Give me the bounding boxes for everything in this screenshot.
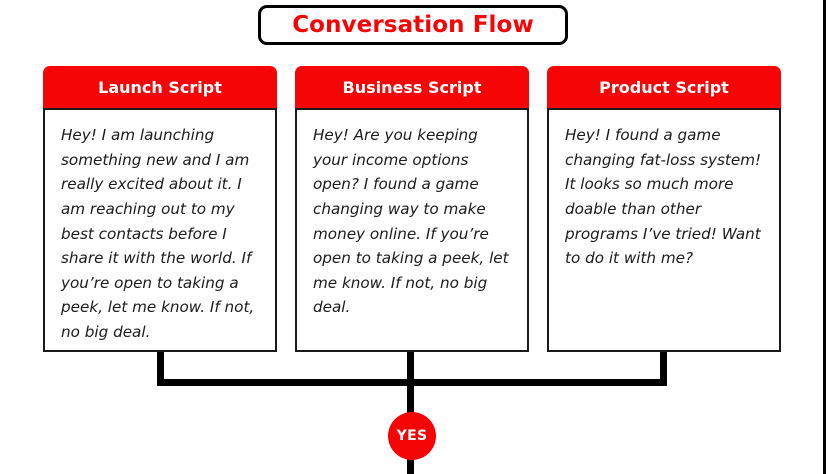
script-card-title-launch: Launch Script bbox=[98, 77, 222, 97]
script-card-body-product: Hey! I found a game changing fat-loss sy… bbox=[547, 108, 781, 352]
connector-vertical-below-yes bbox=[407, 455, 414, 474]
script-card-body-business: Hey! Are you keeping your income options… bbox=[295, 108, 529, 352]
script-card-launch[interactable]: Launch Script Hey! I am launching someth… bbox=[43, 66, 277, 352]
script-card-body-launch: Hey! I am launching something new and I … bbox=[43, 108, 277, 352]
script-card-text-business: Hey! Are you keeping your income options… bbox=[313, 126, 509, 317]
script-card-header-launch: Launch Script bbox=[43, 66, 277, 108]
script-card-header-product: Product Script bbox=[547, 66, 781, 108]
connector-vertical-to-yes bbox=[407, 386, 414, 416]
page-frame-border-right bbox=[823, 0, 826, 474]
script-card-text-launch: Hey! I am launching something new and I … bbox=[61, 126, 255, 341]
yes-badge[interactable]: YES bbox=[388, 412, 436, 460]
page-title: Conversation Flow bbox=[292, 12, 534, 38]
diagram-title-box: Conversation Flow bbox=[258, 5, 568, 45]
script-card-business[interactable]: Business Script Hey! Are you keeping you… bbox=[295, 66, 529, 352]
connector-stub-launch bbox=[157, 352, 164, 386]
yes-badge-label: YES bbox=[396, 428, 428, 444]
script-card-header-business: Business Script bbox=[295, 66, 529, 108]
connector-stub-product bbox=[660, 352, 667, 386]
connector-stub-business bbox=[407, 352, 414, 386]
script-card-product[interactable]: Product Script Hey! I found a game chang… bbox=[547, 66, 781, 352]
script-card-title-business: Business Script bbox=[342, 77, 482, 97]
script-card-title-product: Product Script bbox=[599, 77, 729, 97]
script-card-text-product: Hey! I found a game changing fat-loss sy… bbox=[565, 126, 762, 268]
connector-horizontal-bar bbox=[157, 379, 667, 386]
